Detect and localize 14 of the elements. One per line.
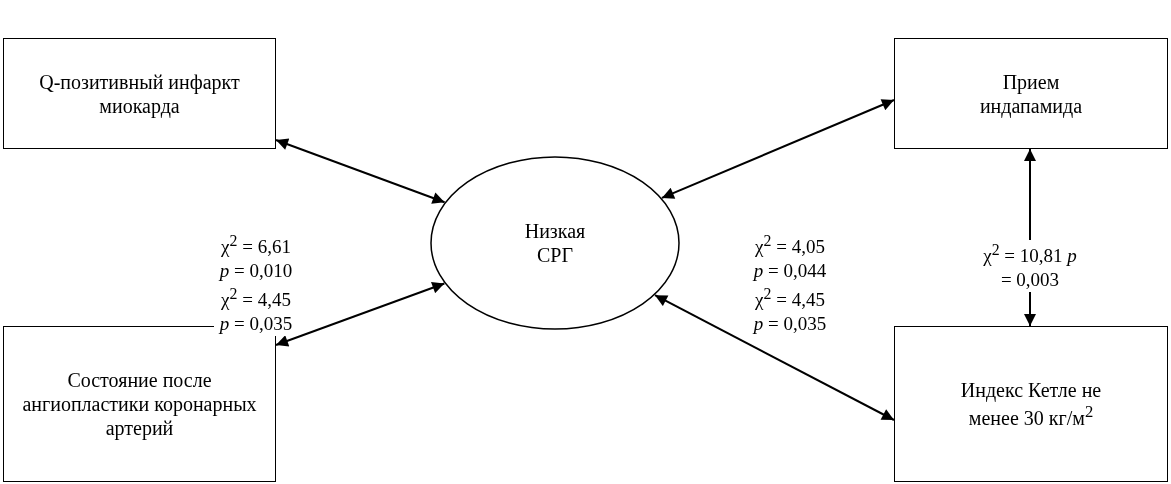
node-text: Q-позитивный инфаркт миокарда — [38, 69, 241, 118]
double-arrow — [654, 294, 895, 421]
factor-box — [3, 38, 276, 149]
node-text: Прием индапамида — [978, 69, 1084, 118]
node-text: Индекс Кетле не менее 30 кг/м$^{2}$ — [959, 378, 1103, 430]
factor-box — [894, 326, 1168, 482]
node-text: Низкая СРГ — [523, 219, 587, 267]
central-ellipse — [430, 156, 680, 330]
edge-label: χ$^{2}$ = 10,81 p = 0,003 — [982, 240, 1078, 292]
double-arrow — [275, 281, 446, 347]
double-arrow — [660, 99, 895, 199]
node-text: Состояние после ангиопластики коронарных артерий — [21, 368, 258, 440]
double-arrow — [275, 138, 446, 204]
factor-box — [894, 38, 1168, 149]
